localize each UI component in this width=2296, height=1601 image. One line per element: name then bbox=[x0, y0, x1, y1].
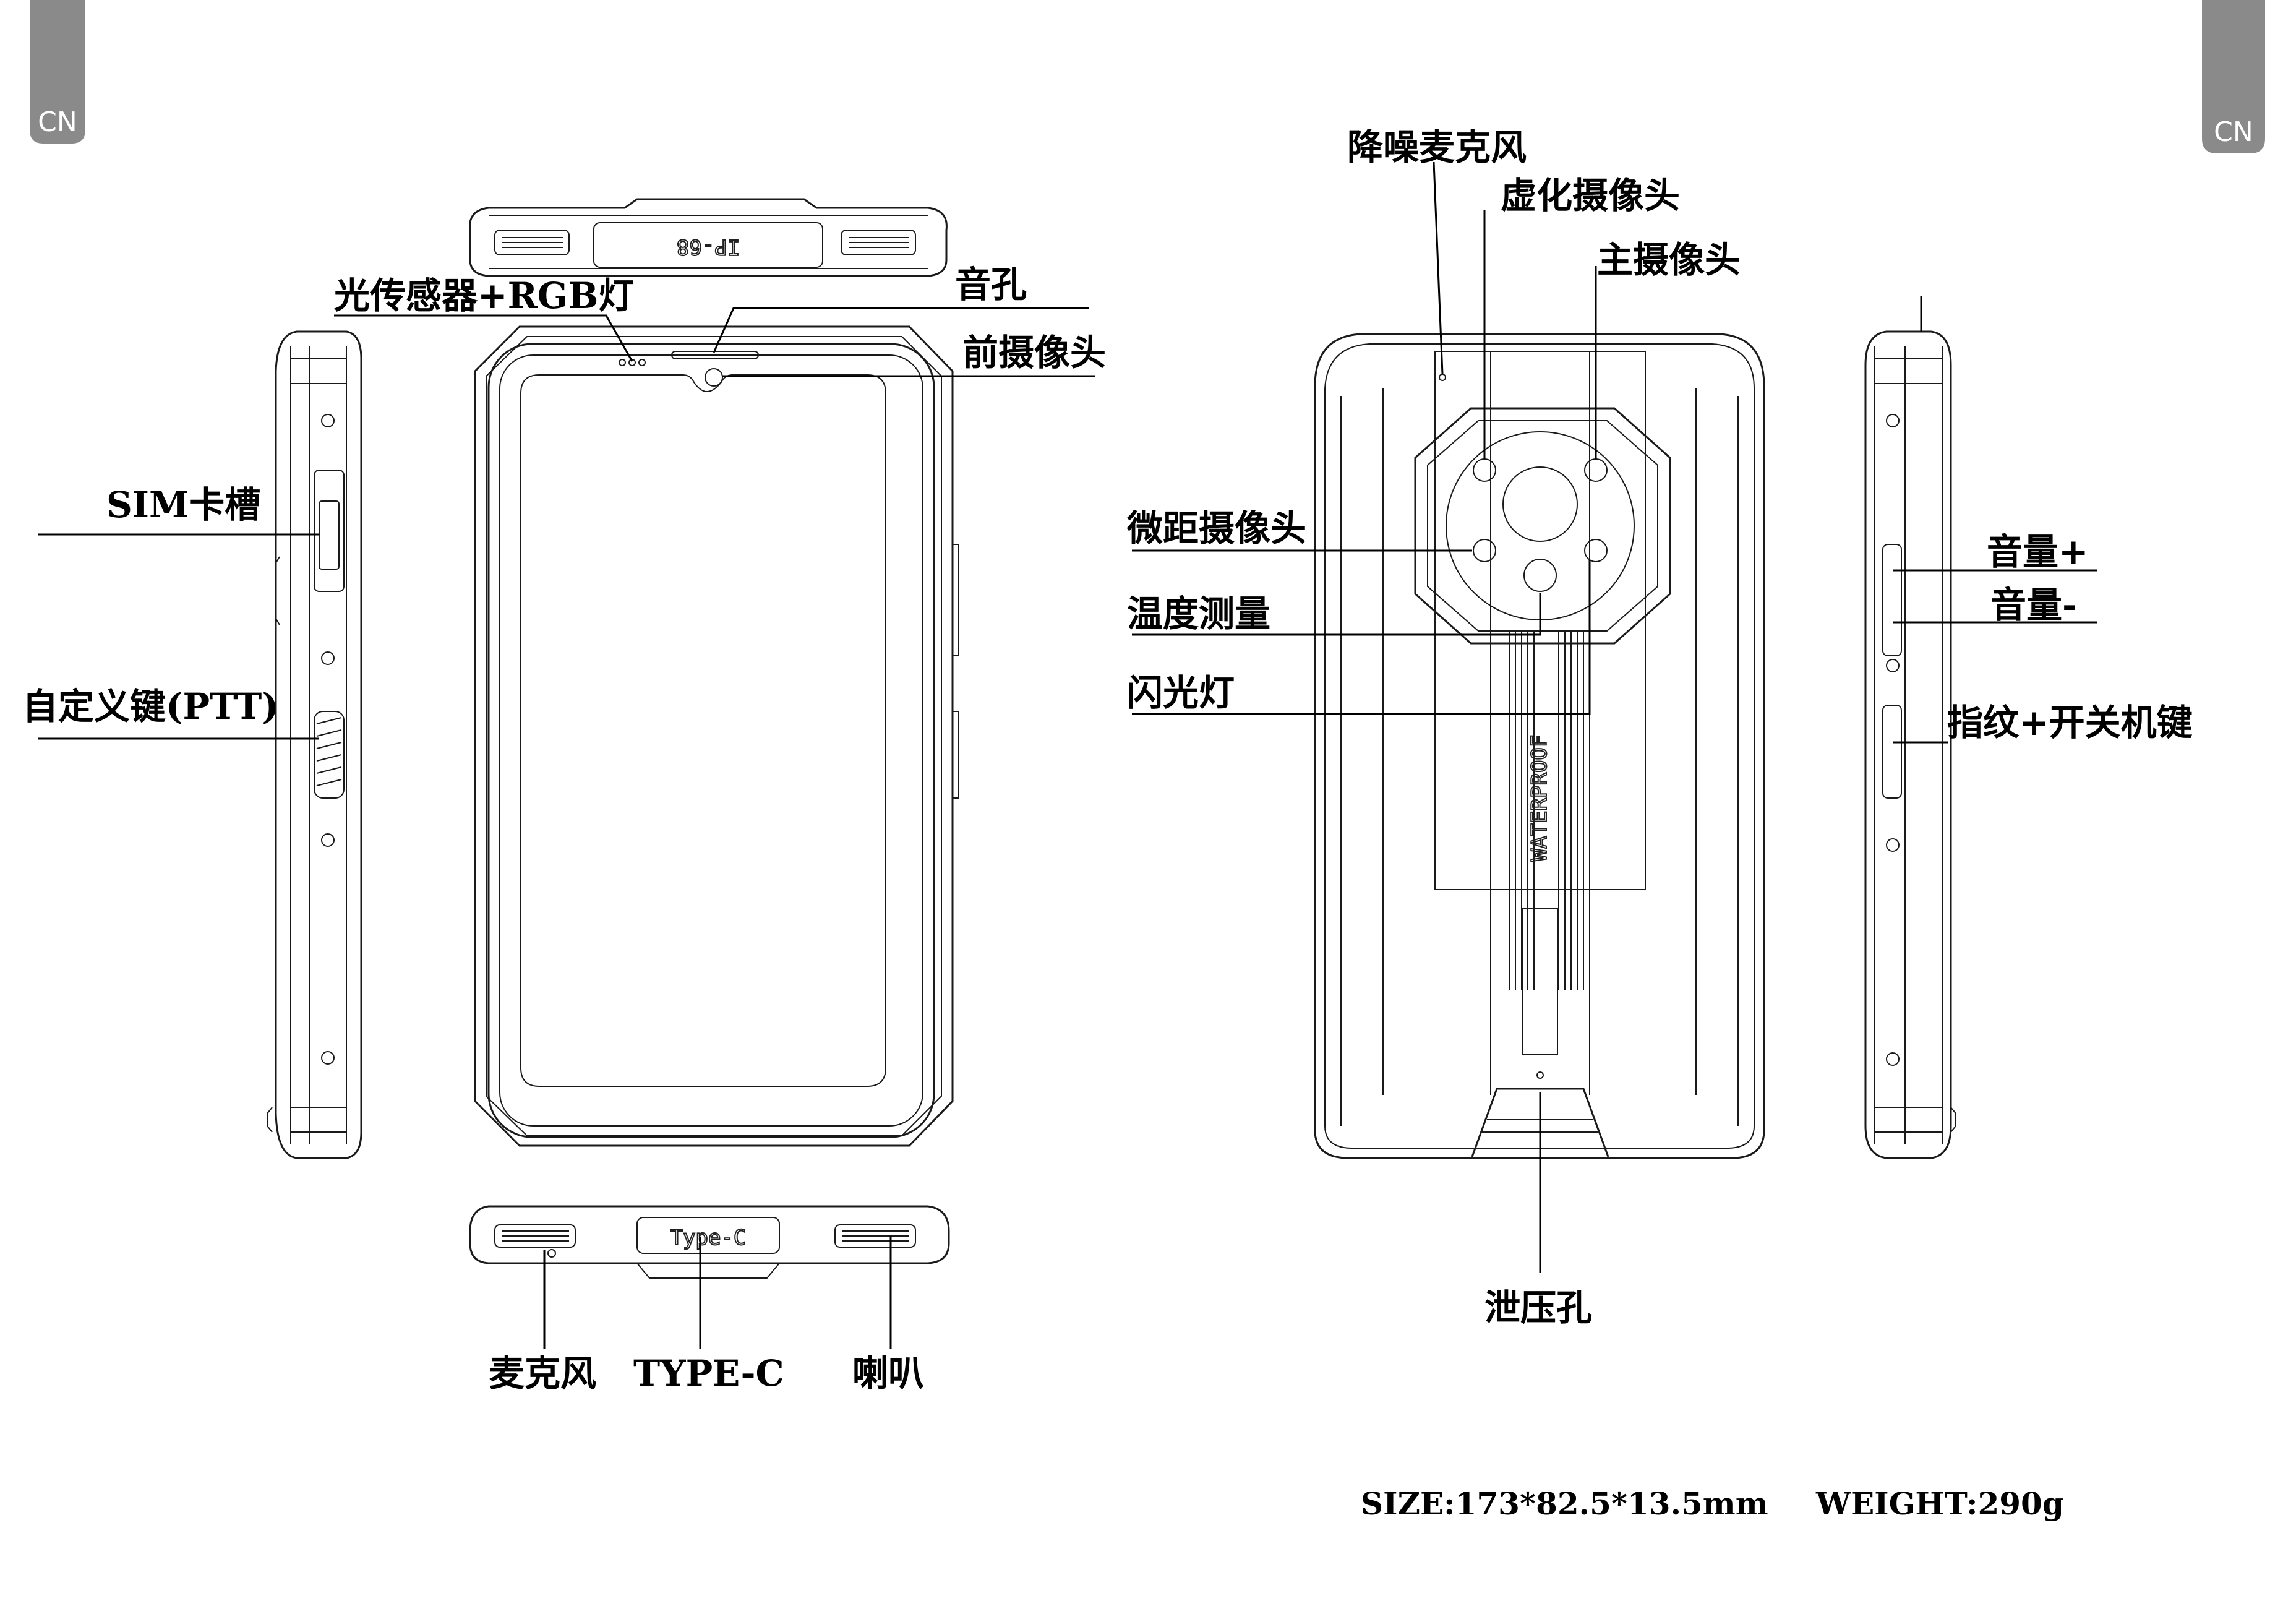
spec-weight: WEIGHT:290g bbox=[1815, 1485, 2064, 1522]
label-sim-slot: SIM卡槽 bbox=[106, 484, 260, 526]
label-ptt-key: 自定义键(PTT) bbox=[22, 685, 279, 728]
bottom-edge-view: Type-C bbox=[469, 1205, 950, 1279]
label-main-camera: 主摄像头 bbox=[1597, 239, 1741, 281]
label-power-key: 指纹+开关机键 bbox=[1947, 702, 2193, 744]
leader-lines-back bbox=[1132, 161, 2097, 1273]
label-speaker: 喇叭 bbox=[852, 1352, 924, 1394]
label-noise-mic: 降噪麦克风 bbox=[1347, 126, 1527, 168]
spec-size: SIZE:173*82.5*13.5mm bbox=[1361, 1485, 1768, 1522]
label-volume-down: 音量- bbox=[1990, 584, 2077, 626]
ip68-engraving: IP-68 bbox=[677, 234, 740, 259]
waterproof-text: WATERPROOF bbox=[1527, 735, 1552, 862]
typec-engraving: Type-C bbox=[670, 1225, 747, 1250]
left-side-view bbox=[267, 330, 362, 1159]
label-front-camera: 前摄像头 bbox=[962, 332, 1106, 374]
leader-lines-front bbox=[38, 307, 1095, 1349]
tab-label-right: CN bbox=[2214, 116, 2253, 148]
label-temperature: 温度测量 bbox=[1127, 593, 1270, 635]
label-microphone: 麦克风 bbox=[489, 1352, 596, 1394]
label-bokeh-camera: 虚化摄像头 bbox=[1501, 174, 1680, 217]
label-volume-up: 音量+ bbox=[1987, 531, 2089, 573]
back-phone-view: WATERPROOF bbox=[1314, 333, 1765, 1159]
top-edge-view: IP-68 bbox=[469, 198, 948, 277]
label-macro-camera: 微距摄像头 bbox=[1126, 507, 1306, 549]
label-earpiece: 音孔 bbox=[955, 264, 1027, 306]
label-light-sensor: 光传感器+RGB灯 bbox=[334, 275, 634, 317]
label-flash: 闪光灯 bbox=[1127, 672, 1235, 714]
tab-label-left: CN bbox=[38, 106, 77, 138]
corner-tab-right: CN bbox=[2202, 0, 2265, 153]
label-type-c: TYPE-C bbox=[633, 1352, 784, 1394]
front-phone-view bbox=[474, 325, 959, 1147]
label-vent-hole: 泄压孔 bbox=[1484, 1287, 1592, 1329]
corner-tab-left: CN bbox=[30, 0, 85, 144]
right-side-view bbox=[1864, 330, 1956, 1159]
